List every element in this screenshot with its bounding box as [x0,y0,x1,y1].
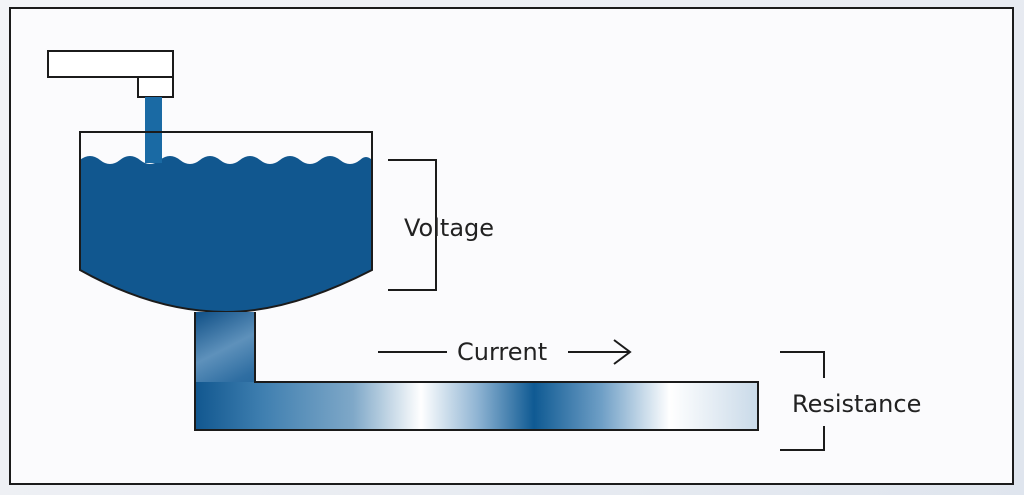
pipe-horizontal [195,382,758,430]
current-arrow-head-icon [568,339,632,365]
voltage-bracket [388,159,437,291]
faucet-icon [47,50,174,98]
voltage-label: Voltage [404,214,494,242]
tank-outline [79,131,373,314]
pipe-outline [194,312,759,431]
resistance-bracket [780,351,825,451]
water-stream [145,97,162,163]
resistance-label: Resistance [792,390,921,418]
current-label: Current [457,338,547,366]
tank-water [80,156,372,312]
